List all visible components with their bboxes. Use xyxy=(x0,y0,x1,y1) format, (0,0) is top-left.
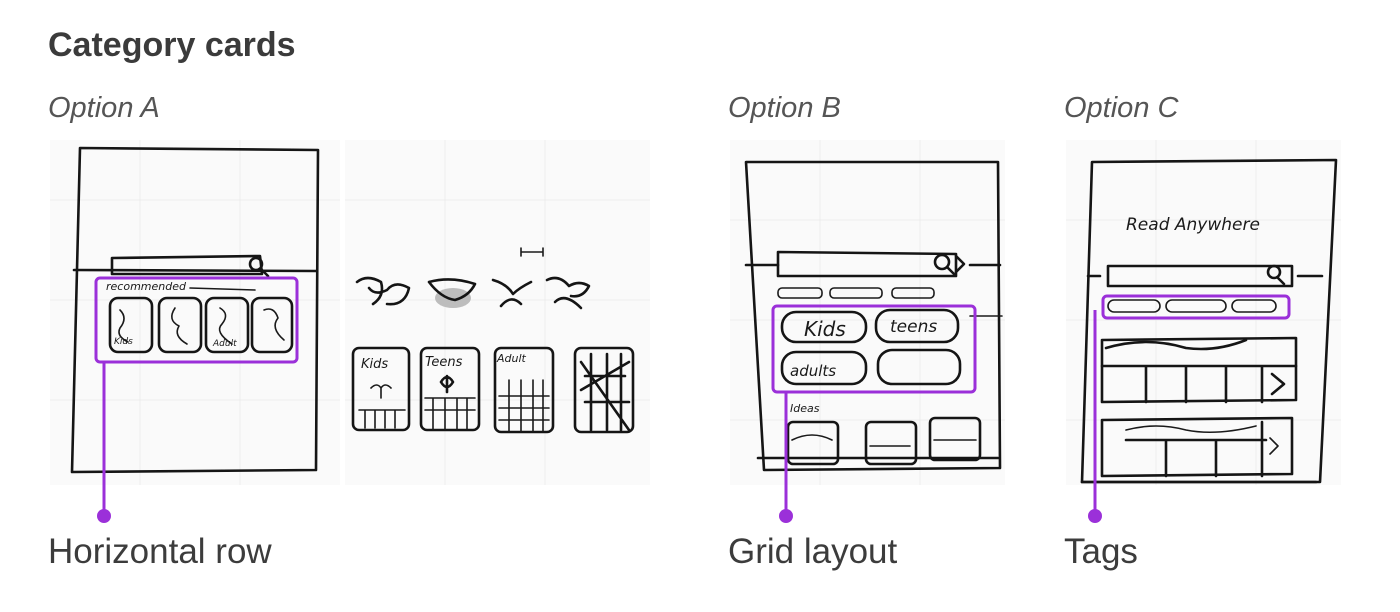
option-b-phone-sketch: Kids teens adults Ideas xyxy=(730,140,1005,485)
callout-dot-option-a xyxy=(97,509,111,523)
option-a-caption: Horizontal row xyxy=(48,532,272,571)
sketch-heading: Read Anywhere xyxy=(1126,215,1260,235)
sketch-section-ideas: Ideas xyxy=(790,402,820,415)
sketch-card-adult: Adult xyxy=(496,352,527,365)
search-icon xyxy=(259,267,270,278)
sketch-section-label: recommended xyxy=(106,280,187,293)
option-a-label: Option A xyxy=(48,92,160,124)
option-c-caption: Tags xyxy=(1064,532,1138,571)
search-icon xyxy=(946,266,956,276)
option-c-phone-sketch: Read Anywhere xyxy=(1066,140,1341,485)
sketch-card-kids: Kids xyxy=(114,337,133,347)
option-a-cards-sketch: Kids Teens Adult xyxy=(345,140,650,485)
option-b-caption: Grid layout xyxy=(728,532,898,571)
sketch-card-kids: Kids xyxy=(804,317,846,341)
sketch-card-adult: Adult xyxy=(212,339,237,349)
option-c-label: Option C xyxy=(1064,92,1179,124)
callout-dot-option-c xyxy=(1088,509,1102,523)
page-title: Category cards xyxy=(48,26,296,64)
sketch-card-teens: Teens xyxy=(425,355,463,370)
chevron-right-icon xyxy=(1270,372,1286,396)
sketch-card-adults: adults xyxy=(790,362,836,380)
sketch-card-teens: teens xyxy=(890,317,937,337)
option-a-phone-sketch: recommended Kids Adult xyxy=(50,140,340,485)
callout-dot-option-b xyxy=(779,509,793,523)
search-icon xyxy=(1276,276,1286,286)
sketch-card-kids: Kids xyxy=(361,357,388,372)
option-b-label: Option B xyxy=(728,92,841,124)
